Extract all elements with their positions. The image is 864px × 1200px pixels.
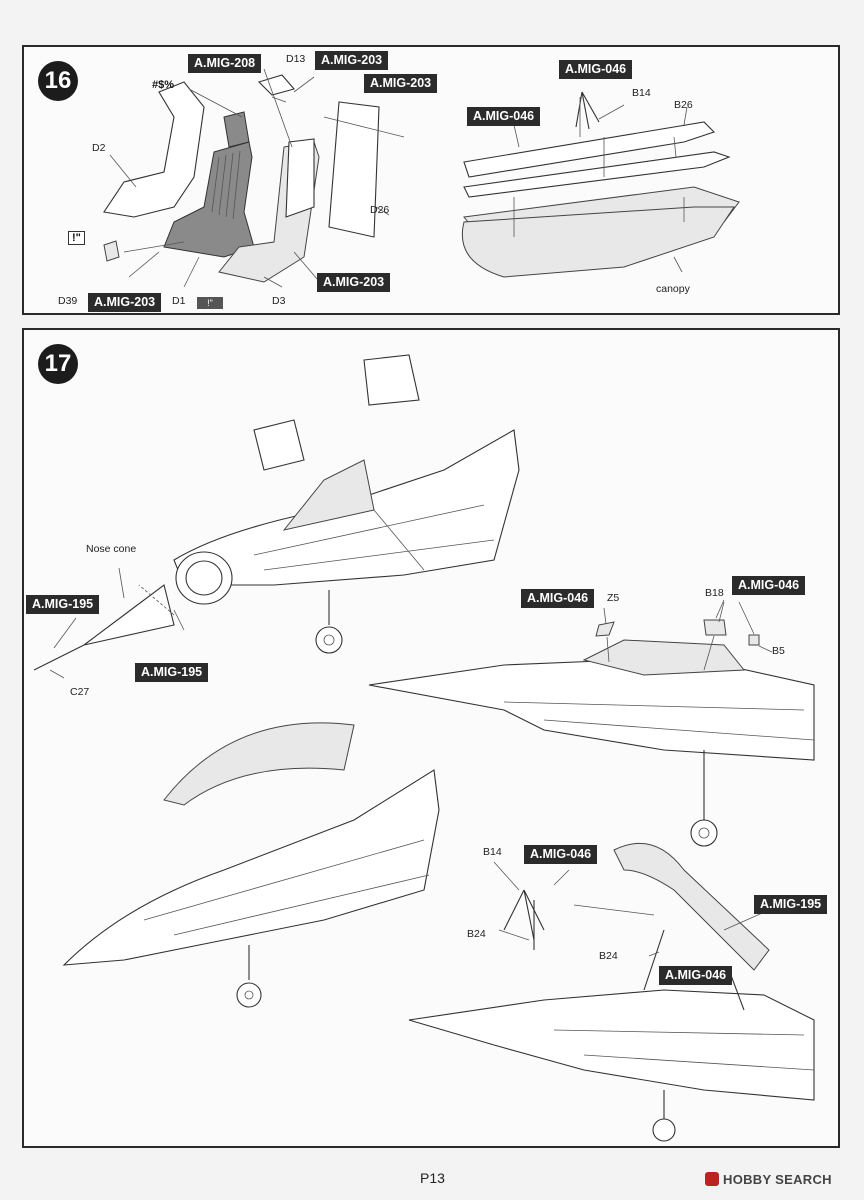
paint-tag-mig203-top: A.MIG-203	[315, 51, 389, 70]
paint-tag-mig195-mid: A.MIG-195	[135, 663, 209, 682]
aircraft-canopy-open	[62, 722, 440, 1008]
canopy-label: canopy	[656, 283, 690, 295]
part-label-d13: D13	[286, 53, 306, 65]
part-d13	[257, 74, 295, 96]
watermark-text: HOBBY SEARCH	[723, 1172, 832, 1187]
step-number-badge: 17	[38, 344, 78, 384]
step-17-illustration	[33, 354, 815, 1142]
part-d39	[103, 240, 120, 262]
paint-tag-mig046-b: A.MIG-046	[732, 576, 806, 595]
watermark-logo-icon	[705, 1172, 719, 1186]
paint-tag-mig046-d: A.MIG-046	[659, 966, 733, 985]
paint-tag-mig203-bottom: A.MIG-203	[88, 293, 162, 312]
nose-cone-label: Nose cone	[86, 543, 137, 555]
step-number-badge: 16	[38, 61, 78, 101]
paint-tag-mig046-c: A.MIG-046	[524, 845, 598, 864]
watermark: HOBBY SEARCH	[705, 1172, 832, 1187]
part-label-b5: B5	[772, 645, 785, 657]
part-label-z5: Z5	[607, 592, 620, 604]
paint-tag-mig195-left: A.MIG-195	[26, 595, 100, 614]
part-label-d39: D39	[58, 295, 78, 307]
canopy-raised	[163, 722, 355, 806]
part-label-b14: B14	[632, 87, 651, 99]
paint-tag-mig208: A.MIG-208	[188, 54, 262, 73]
canopy-glass	[461, 206, 735, 278]
part-label-d1: D1	[172, 295, 186, 307]
paint-tag-mig046-top: A.MIG-046	[559, 60, 633, 79]
canopy-rail-b26	[463, 121, 716, 178]
paint-tag-mig203-right: A.MIG-203	[364, 74, 438, 93]
part-label-b24-a: B24	[467, 928, 486, 940]
part-label-b18: B18	[705, 587, 724, 599]
paint-tag-mig195-right: A.MIG-195	[754, 895, 828, 914]
step-16-illustration	[103, 68, 740, 288]
step-17-panel: 17	[22, 328, 840, 1148]
part-label-b24-b: B24	[599, 950, 618, 962]
aircraft-seat-details	[368, 599, 815, 847]
step-16-panel: 16	[22, 45, 840, 315]
part-label-b26: B26	[674, 99, 693, 111]
part-label-d26: D26	[370, 204, 390, 216]
symbol-hash: #$%	[152, 79, 175, 91]
aircraft-canopy-struts	[408, 842, 815, 1142]
part-label-d2: D2	[92, 142, 106, 154]
canopy-open-frame	[613, 842, 770, 971]
symbol-quote-1: !"	[68, 231, 85, 245]
paint-tag-mig046-left: A.MIG-046	[467, 107, 541, 126]
nose-cone-c27	[83, 584, 175, 646]
part-label-d3: D3	[272, 295, 286, 307]
symbol-quote-2: !"	[197, 297, 223, 309]
part-label-b14: B14	[483, 846, 502, 858]
paint-tag-mig203-mid: A.MIG-203	[317, 273, 391, 292]
headrest	[223, 111, 250, 148]
paint-tag-mig046-a: A.MIG-046	[521, 589, 595, 608]
part-label-c27: C27	[70, 686, 90, 698]
page-number: P13	[420, 1170, 445, 1186]
seat-frame-d2	[103, 81, 205, 218]
aircraft-nose-cone-removed	[173, 354, 520, 654]
back-plate-d26	[328, 101, 380, 238]
